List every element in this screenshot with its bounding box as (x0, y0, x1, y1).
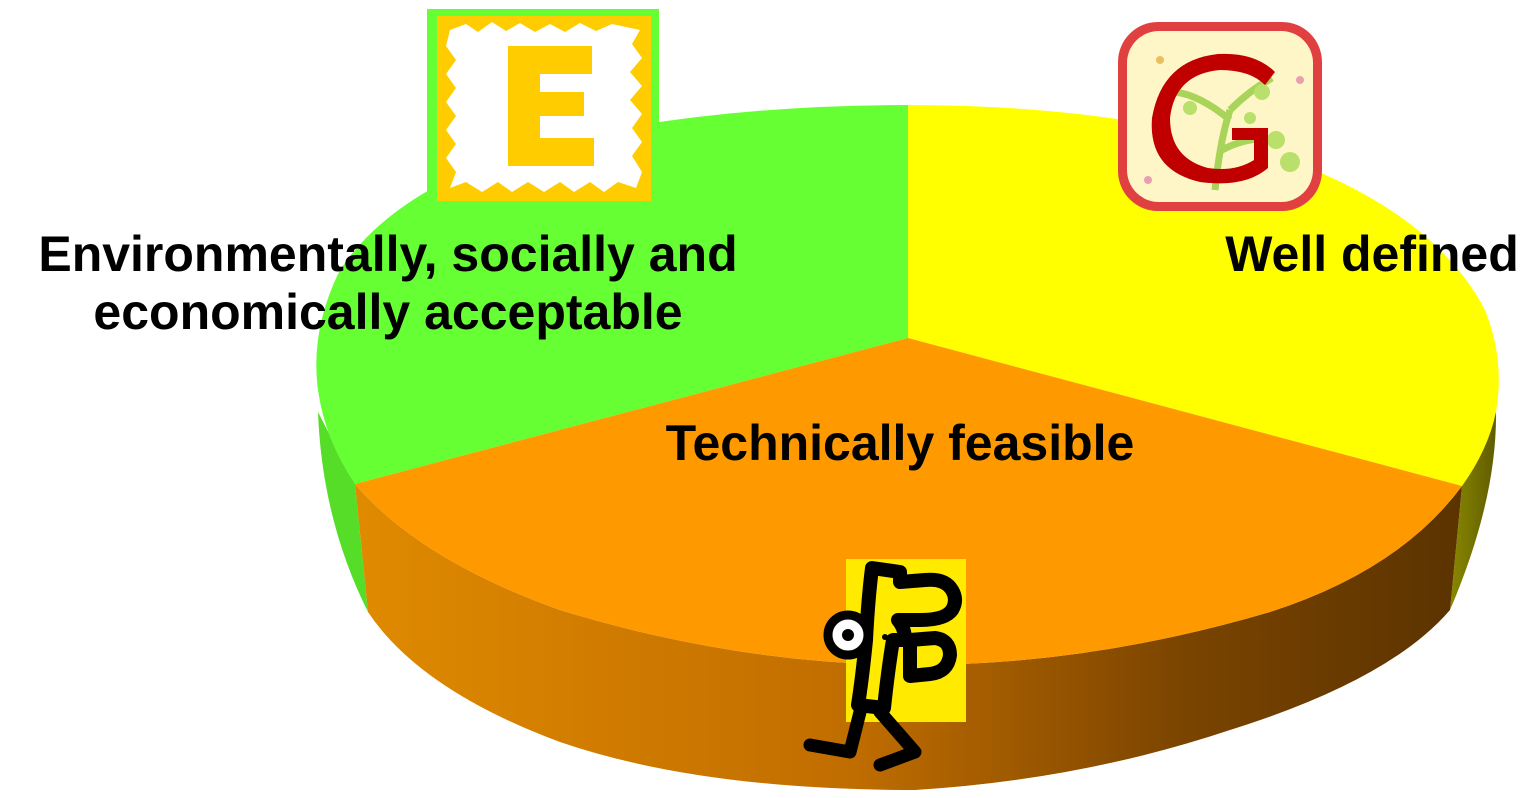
slice-top-orange (355, 338, 1462, 665)
slice-label-environmentally-acceptable: Environmentally, socially and economical… (8, 225, 768, 341)
slice-side-yellow (1450, 412, 1497, 610)
letter-e-clipart-icon (427, 9, 659, 209)
slice-side-green (318, 412, 368, 612)
letter-f-clipart-icon (803, 559, 966, 772)
slice-top-yellow (908, 105, 1499, 486)
slice-label-well-defined: Well defined (1225, 226, 1519, 282)
letter-g-clipart-icon (1118, 22, 1322, 211)
slice-side-orange (355, 484, 1462, 790)
slice-label-line: Environmentally, socially and (38, 226, 738, 282)
slice-label-technically-feasible: Technically feasible (665, 415, 1135, 471)
slice-label-line: economically acceptable (93, 284, 683, 340)
